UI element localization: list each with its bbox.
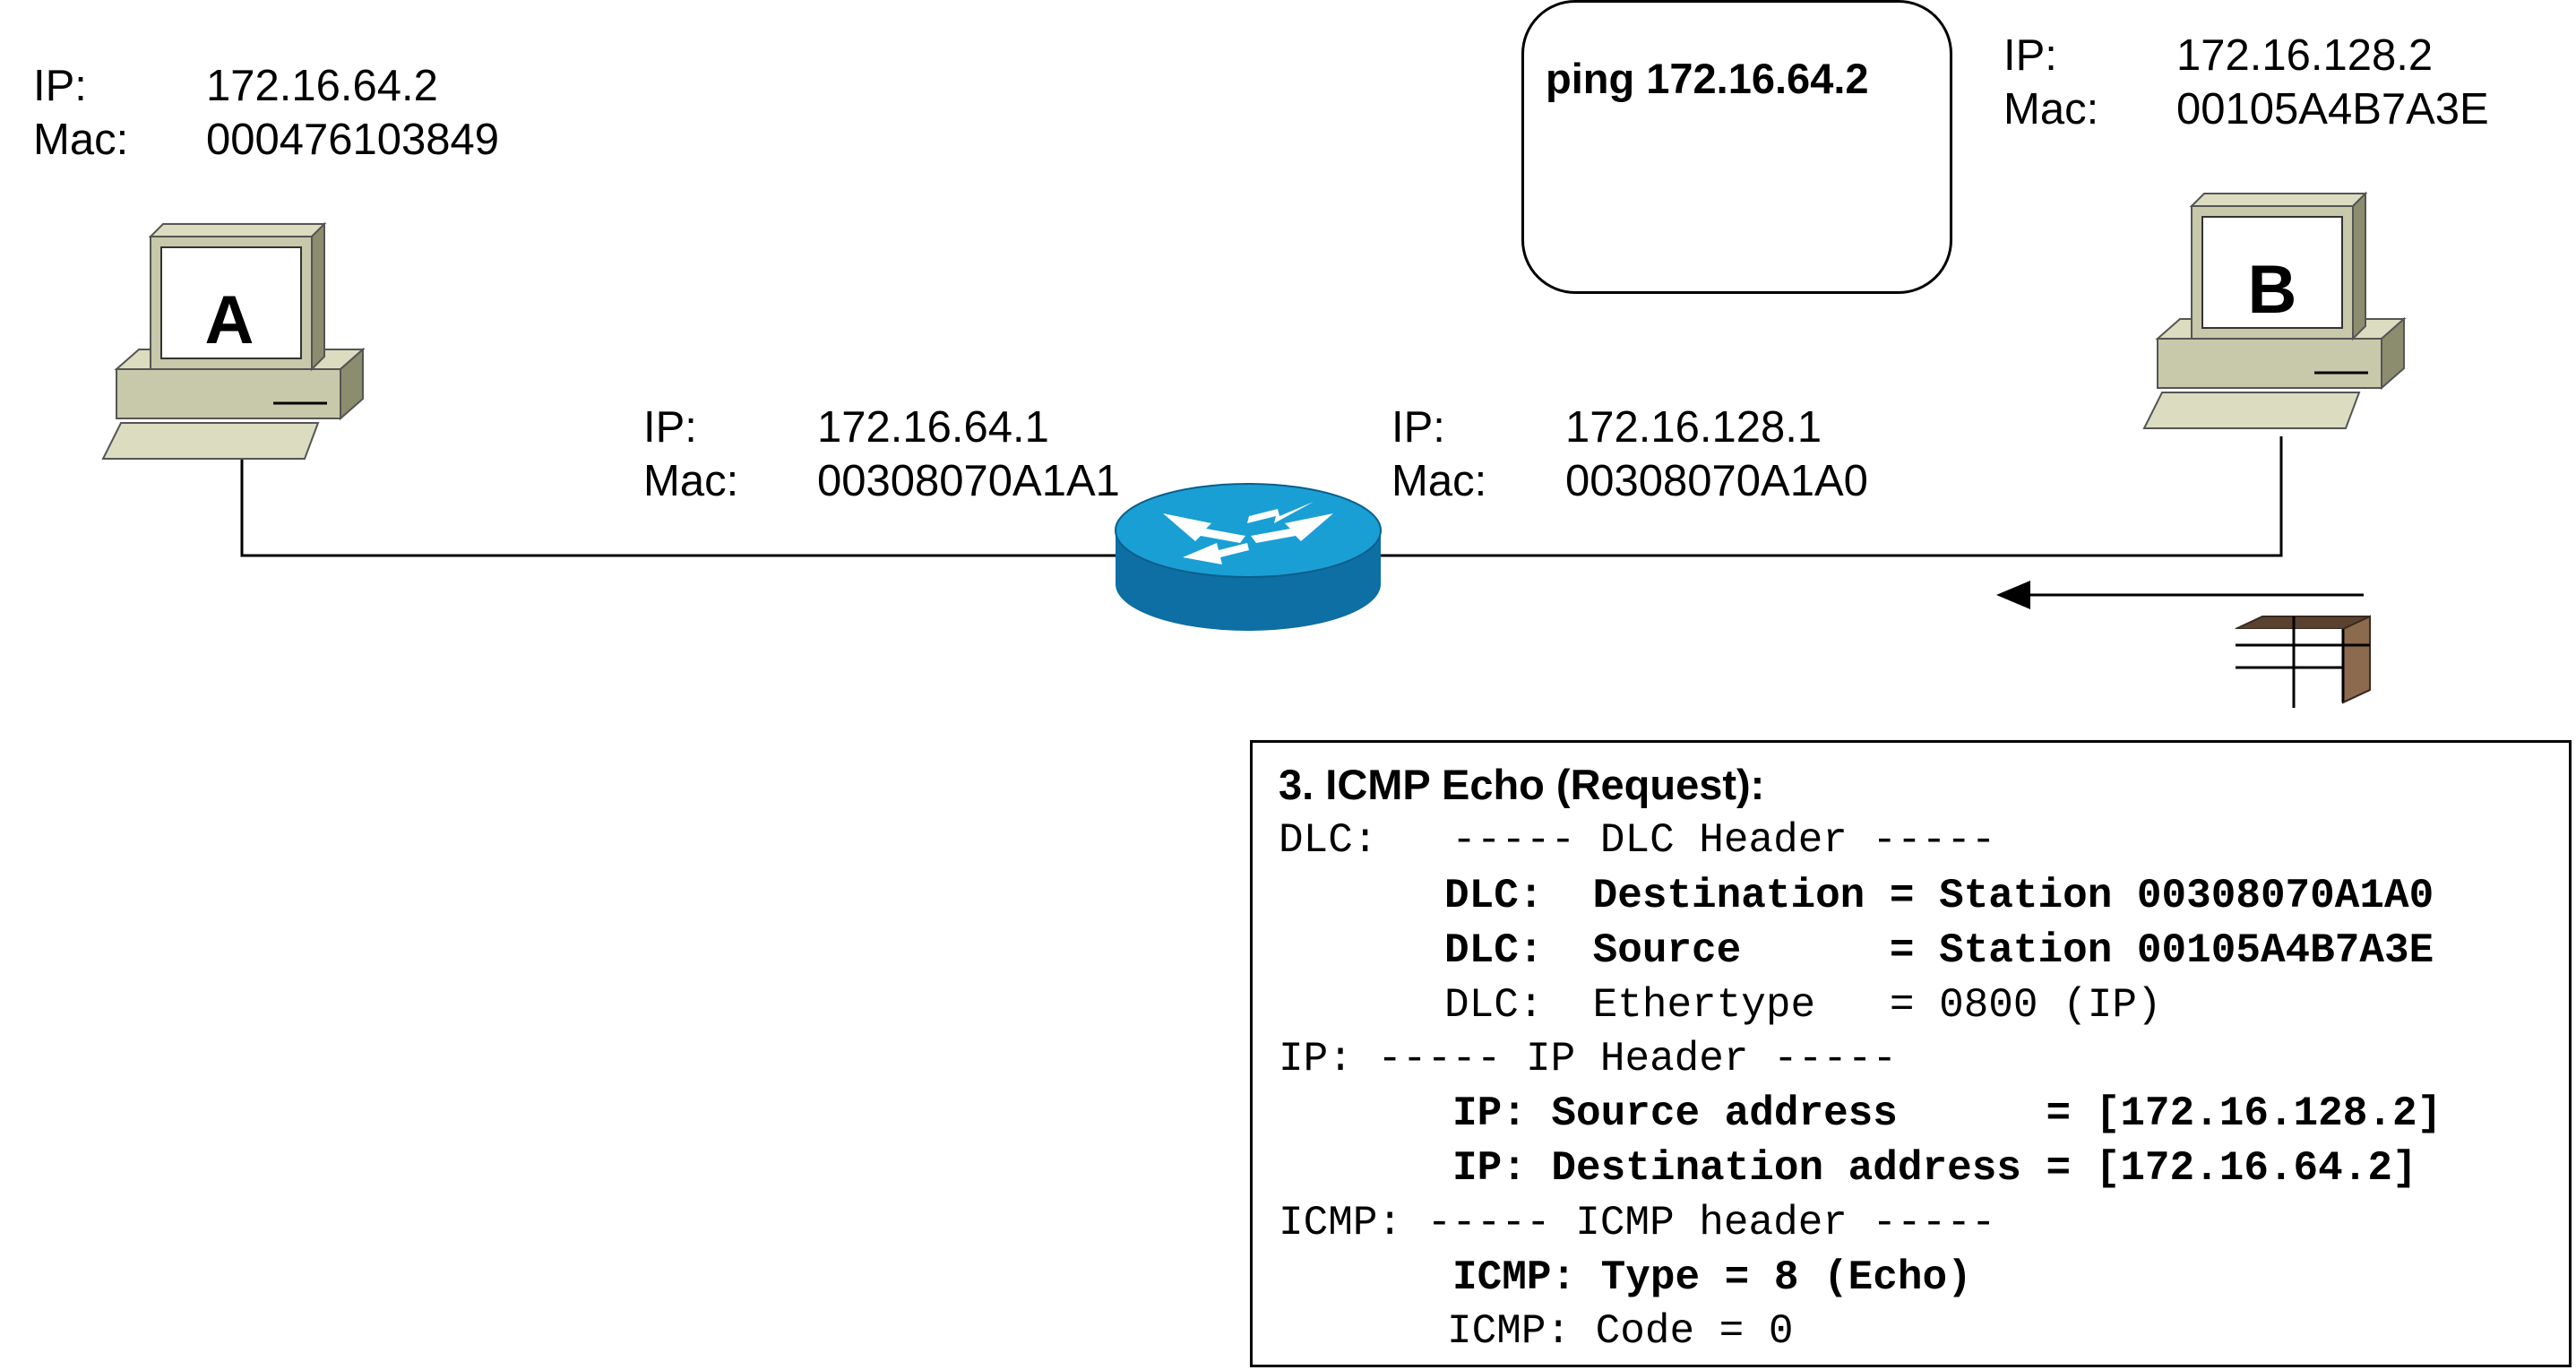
icmp-header-line: ICMP: ----- ICMP header ----- — [1279, 1200, 1996, 1246]
ip-source-line: IP: Source address = [172.16.128.2] — [1452, 1090, 2442, 1137]
host-a-ip: 172.16.64.2 — [206, 62, 438, 110]
host-b-mac: 00105A4B7A3E — [2176, 85, 2489, 134]
router-right-ip-label: IP: — [1391, 403, 1445, 452]
command-box — [1521, 0, 1952, 294]
router-left-ip-label: IP: — [643, 403, 697, 452]
icmp-code-line: ICMP: Code = 0 — [1447, 1308, 1794, 1355]
arrow-left-icon — [1996, 581, 2364, 609]
router-left-mac: 00308070A1A1 — [817, 457, 1120, 505]
computer-b-letter: B — [2248, 252, 2297, 328]
router-icon — [1115, 483, 1382, 631]
dlc-destination-line: DLC: Destination = Station 00308070A1A0 — [1444, 873, 2434, 919]
ping-command: ping 172.16.64.2 — [1546, 55, 1869, 102]
dlc-source-line: DLC: Source = Station 00105A4B7A3E — [1444, 927, 2434, 974]
router-left-ip: 172.16.64.1 — [817, 403, 1049, 452]
router-right-mac-label: Mac: — [1391, 457, 1487, 505]
computer-a-letter: A — [205, 282, 254, 358]
dlc-header-line: DLC: ----- DLC Header ----- — [1279, 817, 1996, 864]
packet-decode-box — [1250, 740, 2572, 1367]
router-right-mac: 00308070A1A0 — [1565, 457, 1868, 505]
host-b-ip-label: IP: — [2003, 31, 2057, 80]
host-a-ip-label: IP: — [33, 62, 87, 110]
cable-router-b — [1380, 436, 2283, 557]
host-a-mac-label: Mac: — [33, 116, 129, 164]
host-b-ip: 172.16.128.2 — [2176, 31, 2434, 80]
packet-icon — [2235, 615, 2371, 708]
host-a-mac: 000476103849 — [206, 116, 500, 164]
router-left-mac-label: Mac: — [643, 457, 739, 505]
ip-destination-line: IP: Destination address = [172.16.64.2] — [1452, 1145, 2417, 1192]
router-right-ip: 172.16.128.1 — [1565, 403, 1822, 452]
cable-a-router — [240, 459, 1116, 557]
host-b-mac-label: Mac: — [2003, 85, 2099, 134]
dlc-ethertype-line: DLC: Ethertype = 0800 (IP) — [1444, 982, 2162, 1029]
ip-header-line: IP: ----- IP Header ----- — [1279, 1036, 1898, 1082]
packet-title: 3. ICMP Echo (Request): — [1279, 761, 1765, 808]
computer-icon — [101, 221, 366, 460]
icmp-type-line: ICMP: Type = 8 (Echo) — [1452, 1254, 1972, 1301]
computer-icon — [2142, 191, 2407, 429]
